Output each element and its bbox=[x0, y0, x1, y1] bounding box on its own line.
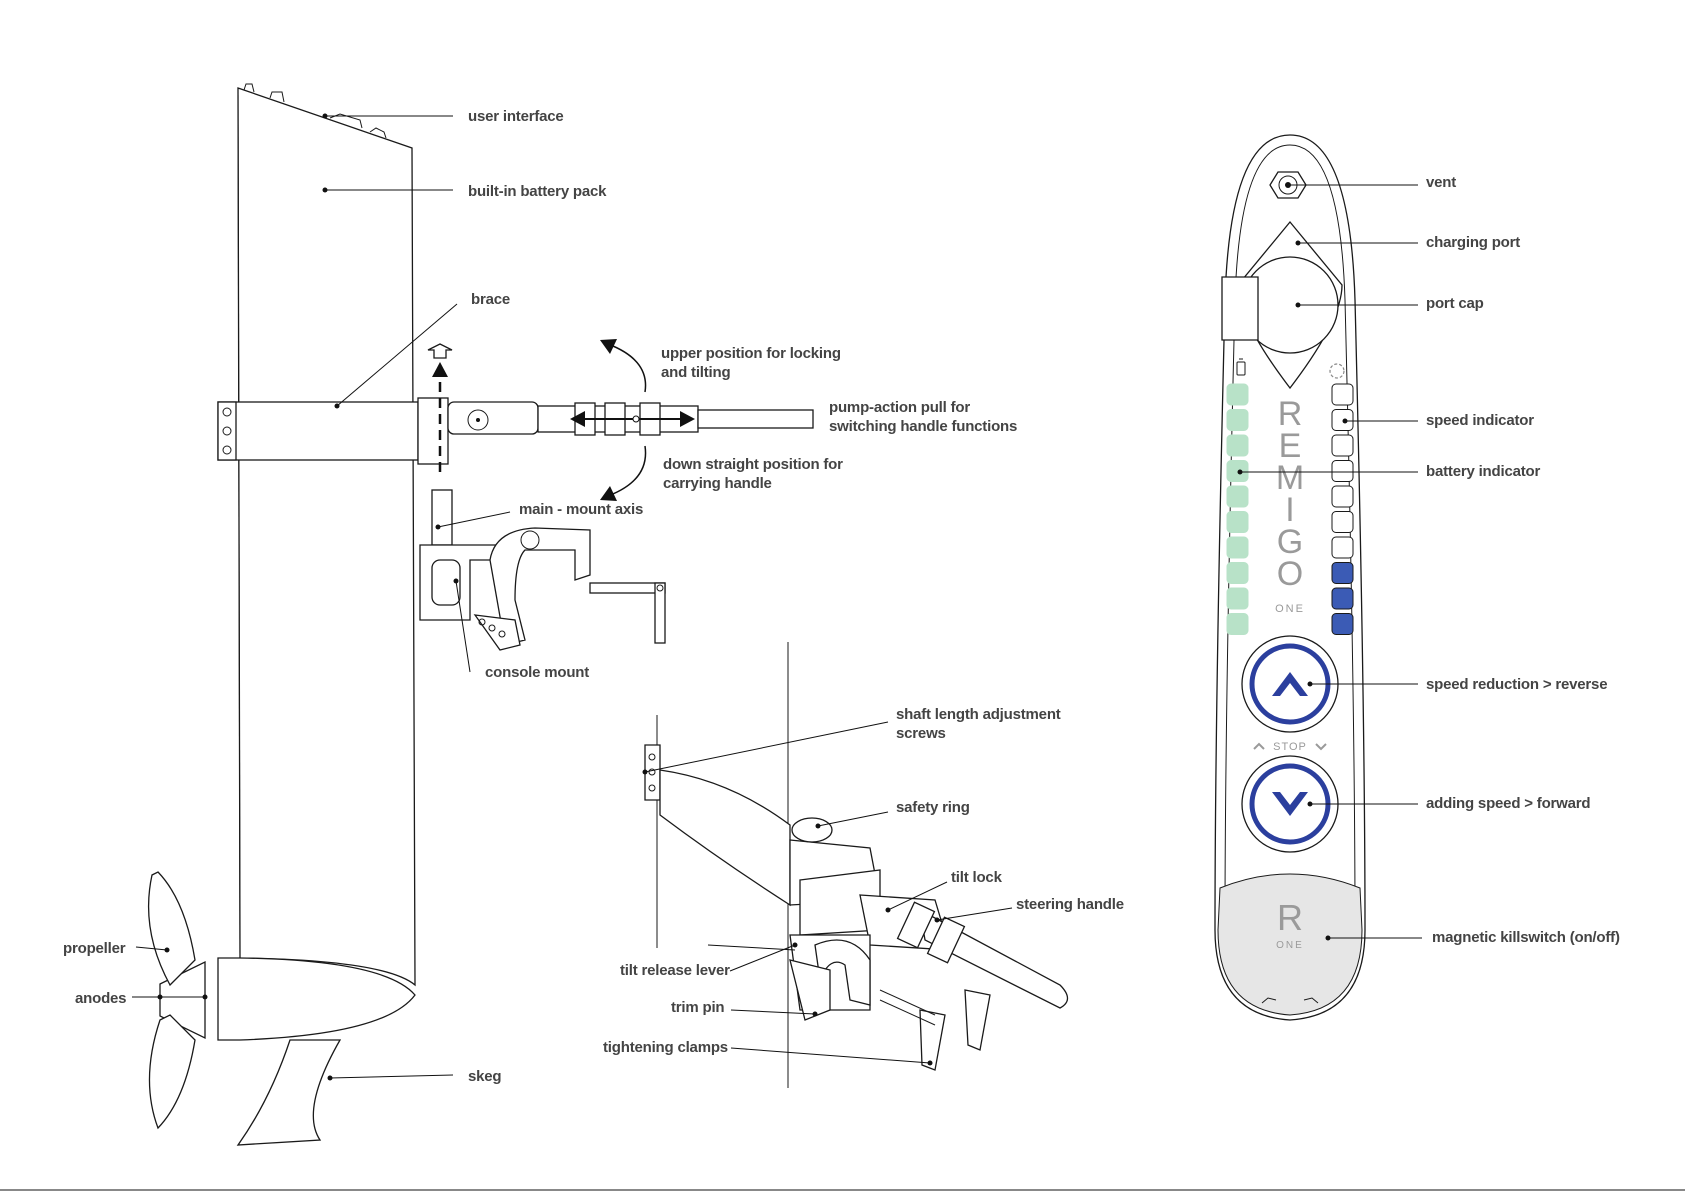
label-brace: brace bbox=[471, 291, 510, 308]
battery-led bbox=[1226, 587, 1249, 610]
handle-assembly bbox=[447, 339, 814, 501]
speed-indicator bbox=[1331, 383, 1354, 635]
speed-led bbox=[1331, 460, 1354, 482]
stop-label: STOP bbox=[1273, 741, 1307, 753]
label-battery-indicator: battery indicator bbox=[1426, 463, 1540, 480]
label-shaft-length-1: shaft length adjustment bbox=[896, 706, 1061, 723]
label-charging-port: charging port bbox=[1426, 234, 1520, 251]
brace bbox=[217, 397, 449, 465]
label-adding-speed: adding speed > forward bbox=[1426, 795, 1590, 812]
label-battery-pack: built-in battery pack bbox=[468, 183, 607, 200]
label-pump-action-1: pump-action pull for bbox=[829, 399, 970, 416]
label-down-position-2: carrying handle bbox=[663, 475, 772, 492]
speed-led bbox=[1331, 587, 1354, 610]
label-propeller: propeller bbox=[63, 940, 126, 957]
speed-led bbox=[1331, 383, 1354, 406]
mount-assembly bbox=[419, 343, 666, 651]
battery-indicator bbox=[1226, 383, 1249, 635]
battery-led bbox=[1226, 434, 1249, 457]
killswitch-logo: R bbox=[1277, 897, 1303, 938]
label-safety-ring: safety ring bbox=[896, 799, 970, 816]
stop-label-group: STOP bbox=[1253, 741, 1327, 753]
label-down-position-1: down straight position for bbox=[663, 456, 843, 473]
battery-led bbox=[1226, 562, 1249, 584]
motor-shaft bbox=[237, 83, 416, 987]
label-pump-action-2: switching handle functions bbox=[829, 418, 1017, 435]
lower-unit bbox=[147, 871, 416, 1146]
label-speed-reduction: speed reduction > reverse bbox=[1426, 676, 1607, 693]
killswitch-cap[interactable]: R ONE bbox=[1217, 873, 1363, 1016]
leader-lines bbox=[132, 113, 1422, 1081]
label-tilt-lock: tilt lock bbox=[951, 869, 1003, 886]
speed-led bbox=[1331, 562, 1354, 584]
label-shaft-length-2: screws bbox=[896, 725, 946, 742]
battery-led bbox=[1226, 511, 1249, 533]
label-tightening-clamps: tightening clamps bbox=[603, 1039, 728, 1056]
label-console-mount: console mount bbox=[485, 664, 589, 681]
label-killswitch: magnetic killswitch (on/off) bbox=[1432, 929, 1620, 946]
battery-led bbox=[1226, 485, 1249, 508]
speed-led bbox=[1331, 409, 1354, 431]
battery-led bbox=[1226, 613, 1249, 635]
battery-led bbox=[1226, 409, 1249, 431]
label-anodes: anodes bbox=[75, 990, 126, 1007]
battery-icon bbox=[1236, 358, 1246, 376]
power-icon bbox=[1329, 363, 1345, 379]
speed-led bbox=[1331, 434, 1354, 457]
labels: user interface built-in battery pack bra… bbox=[63, 108, 1620, 1085]
mount-detail bbox=[644, 642, 1069, 1088]
label-skeg: skeg bbox=[468, 1068, 501, 1085]
label-tilt-release-lever: tilt release lever bbox=[620, 962, 730, 979]
battery-led bbox=[1226, 460, 1249, 482]
label-vent: vent bbox=[1426, 174, 1456, 191]
speed-led bbox=[1331, 536, 1354, 559]
label-port-cap: port cap bbox=[1426, 295, 1484, 312]
speed-led bbox=[1331, 613, 1354, 635]
label-upper-position-2: and tilting bbox=[661, 364, 730, 381]
label-speed-indicator: speed indicator bbox=[1426, 412, 1534, 429]
speed-led bbox=[1331, 511, 1354, 533]
brand-sub: ONE bbox=[1275, 603, 1305, 615]
label-steering-handle: steering handle bbox=[1016, 896, 1124, 913]
killswitch-logo-sub: ONE bbox=[1276, 940, 1304, 951]
battery-led bbox=[1226, 536, 1249, 559]
battery-led bbox=[1226, 383, 1249, 406]
label-user-interface: user interface bbox=[468, 108, 564, 125]
label-upper-position-1: upper position for locking bbox=[661, 345, 841, 362]
label-trim-pin: trim pin bbox=[671, 999, 724, 1016]
speed-led bbox=[1331, 485, 1354, 508]
label-main-mount-axis: main - mount axis bbox=[519, 501, 643, 518]
